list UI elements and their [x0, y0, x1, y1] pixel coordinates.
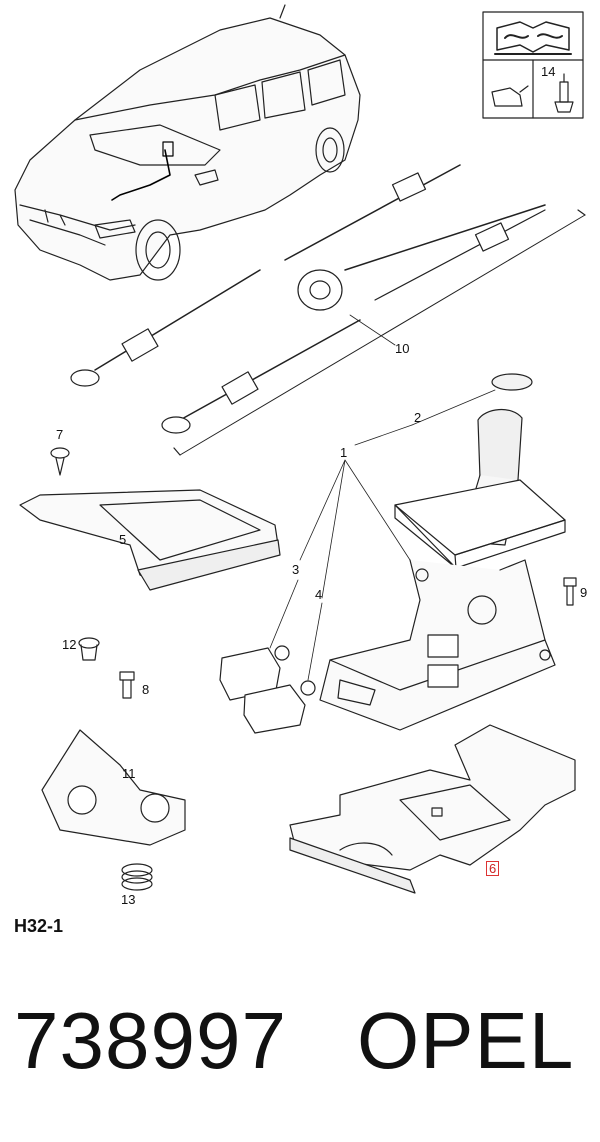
- callout-14: 14: [541, 64, 556, 79]
- bolt-9: [563, 577, 577, 606]
- callout-7: 7: [56, 427, 64, 442]
- callout-9: 9: [580, 585, 588, 600]
- callout-3: 3: [292, 562, 300, 577]
- clip-4: [243, 680, 316, 734]
- part-number-line: 738997 OPEL: [14, 996, 574, 1086]
- callout-11: 11: [122, 766, 136, 781]
- grease-gun-icon: [554, 73, 574, 113]
- icon-panel: [482, 11, 584, 119]
- callout-6: 6: [486, 861, 500, 876]
- callout-12: 12: [62, 637, 77, 652]
- screw-7: [50, 447, 70, 476]
- bolt-8: [119, 671, 135, 699]
- spring-13: [121, 863, 153, 891]
- grommet-12: [78, 637, 100, 661]
- callout-13: 13: [121, 892, 136, 907]
- callout-1: 1: [340, 445, 348, 460]
- service-manual-icon: [494, 21, 572, 55]
- gearshift-lever-assembly: [319, 409, 566, 731]
- insulation-pad-6: [289, 724, 576, 894]
- callout-4: 4: [315, 587, 323, 602]
- diagram-code: H32-1: [14, 916, 64, 936]
- lubricant-icon: [491, 85, 529, 107]
- callout-5: 5: [119, 532, 127, 547]
- callout-2: 2: [414, 410, 422, 425]
- brand-name: OPEL: [356, 996, 575, 1085]
- car-illustration: [14, 4, 361, 281]
- part-number: 738997: [14, 996, 287, 1085]
- knob-cap: [491, 373, 533, 391]
- gearshift-cables: [70, 164, 586, 456]
- bracket-11: [41, 729, 186, 846]
- callout-10: 10: [395, 341, 410, 356]
- center-console-bezel: [19, 489, 281, 591]
- callout-8: 8: [142, 682, 150, 697]
